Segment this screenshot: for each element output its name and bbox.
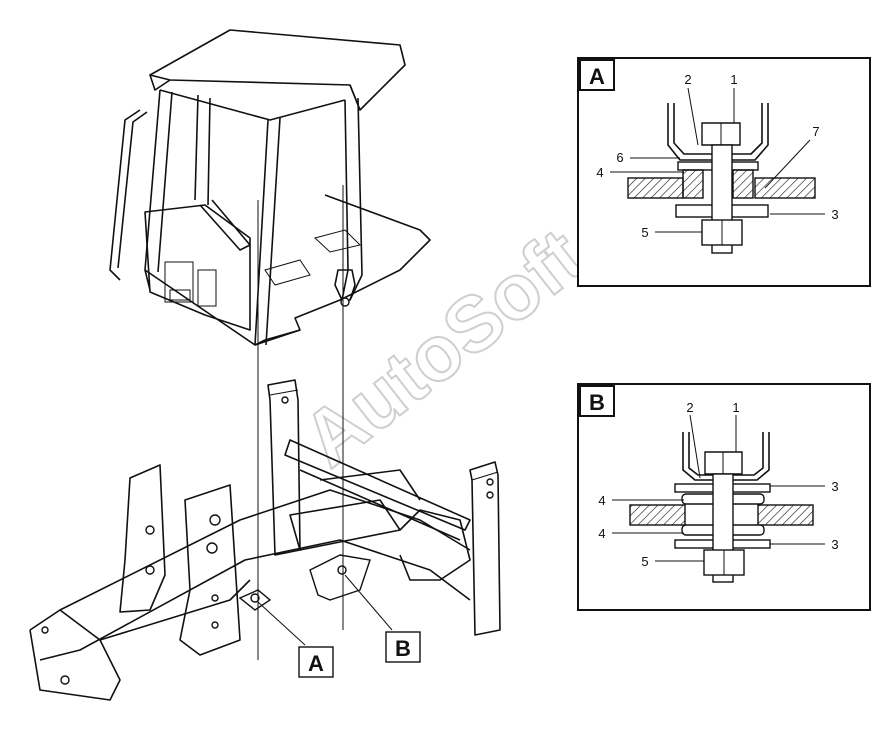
svg-text:5: 5 (641, 554, 648, 569)
detail-a: A 1 2 6 4 7 3 5 (577, 57, 871, 287)
svg-text:2: 2 (684, 72, 691, 87)
svg-text:1: 1 (730, 72, 737, 87)
callout-a: A (298, 646, 334, 678)
svg-text:A: A (308, 651, 324, 676)
svg-text:1: 1 (732, 400, 739, 415)
detail-a-letter: A (589, 64, 605, 89)
svg-text:5: 5 (641, 225, 648, 240)
operator-cab (109, 29, 431, 346)
callout-b: B (385, 631, 421, 663)
svg-text:4: 4 (598, 526, 605, 541)
svg-text:3: 3 (831, 207, 838, 222)
svg-text:7: 7 (812, 124, 819, 139)
svg-text:3: 3 (831, 479, 838, 494)
machine-frame (29, 379, 501, 701)
svg-text:6: 6 (616, 150, 623, 165)
svg-text:4: 4 (598, 493, 605, 508)
svg-text:B: B (395, 636, 411, 661)
svg-text:3: 3 (831, 537, 838, 552)
detail-b-letter: B (589, 390, 605, 415)
svg-text:4: 4 (596, 165, 603, 180)
watermark: AutoSoft (286, 211, 600, 483)
detail-b: B 1 2 4 4 3 3 5 (577, 383, 871, 611)
svg-text:2: 2 (686, 400, 693, 415)
alignment-lines (257, 185, 344, 660)
